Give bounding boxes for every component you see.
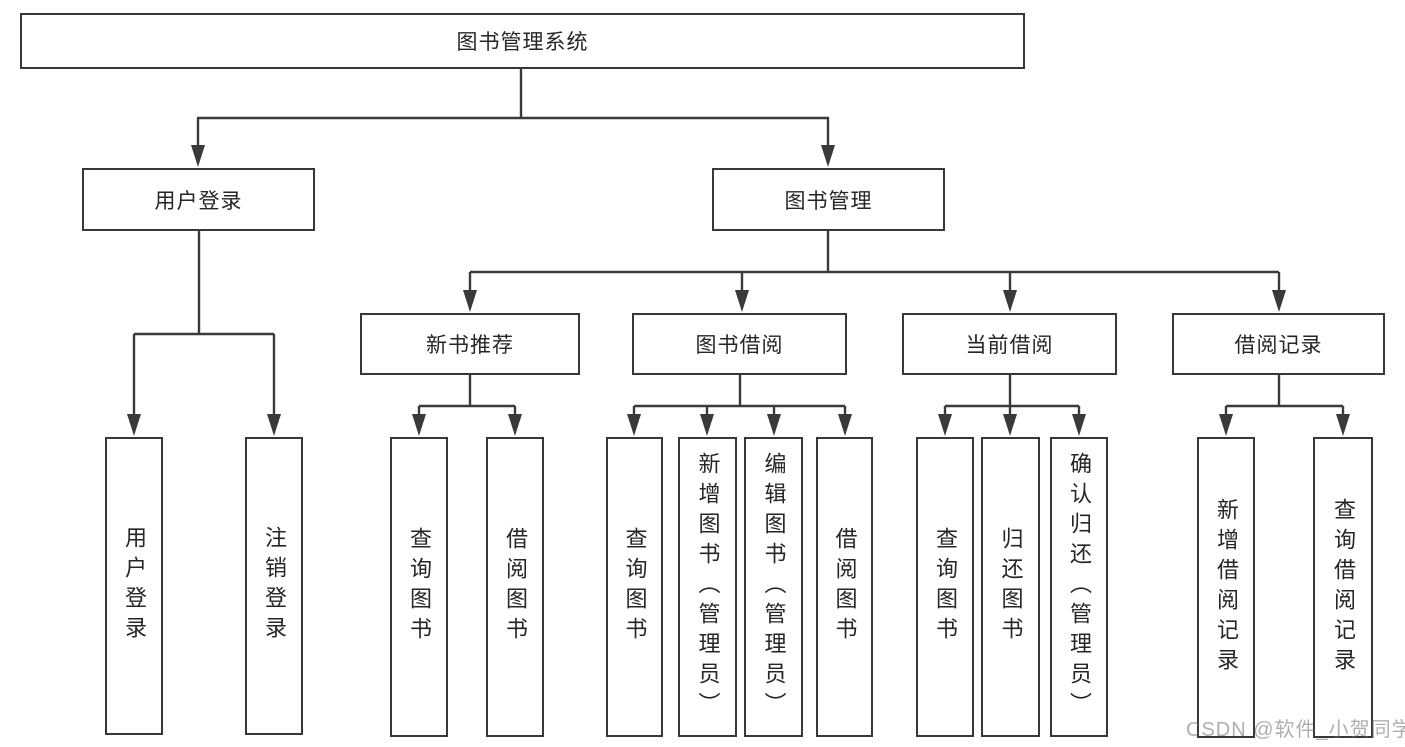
- leaf-borrow-books-recommend: 借阅图书: [486, 437, 544, 737]
- leaf-confirm-return-admin: 确认归还（管理员）: [1050, 437, 1108, 737]
- leaf-edit-books-admin: 编辑图书（管理员）: [744, 437, 803, 737]
- leaf-add-books-admin: 新增图书（管理员）: [678, 437, 737, 737]
- leaf-query-books-recommend: 查询图书: [390, 437, 448, 737]
- node-user-login-branch: 用户登录: [82, 168, 315, 231]
- node-book-borrowing: 图书借阅: [632, 313, 847, 375]
- leaf-borrow-books: 借阅图书: [816, 437, 873, 737]
- leaf-add-borrow-record: 新增借阅记录: [1197, 437, 1255, 738]
- node-book-management-branch: 图书管理: [712, 168, 945, 231]
- leaf-return-books: 归还图书: [981, 437, 1040, 737]
- leaf-query-books-current: 查询图书: [916, 437, 974, 737]
- node-root-system: 图书管理系统: [20, 13, 1025, 69]
- node-current-borrowing: 当前借阅: [902, 313, 1117, 375]
- leaf-query-borrow-record: 查询借阅记录: [1313, 437, 1373, 738]
- leaf-query-books-borrowing: 查询图书: [606, 437, 663, 737]
- node-borrowing-records: 借阅记录: [1172, 313, 1385, 375]
- csdn-watermark: CSDN @软件_小贺同学: [1186, 719, 1405, 741]
- leaf-logout: 注销登录: [245, 437, 303, 735]
- node-new-book-recommend: 新书推荐: [360, 313, 580, 375]
- leaf-user-login: 用户登录: [105, 437, 163, 735]
